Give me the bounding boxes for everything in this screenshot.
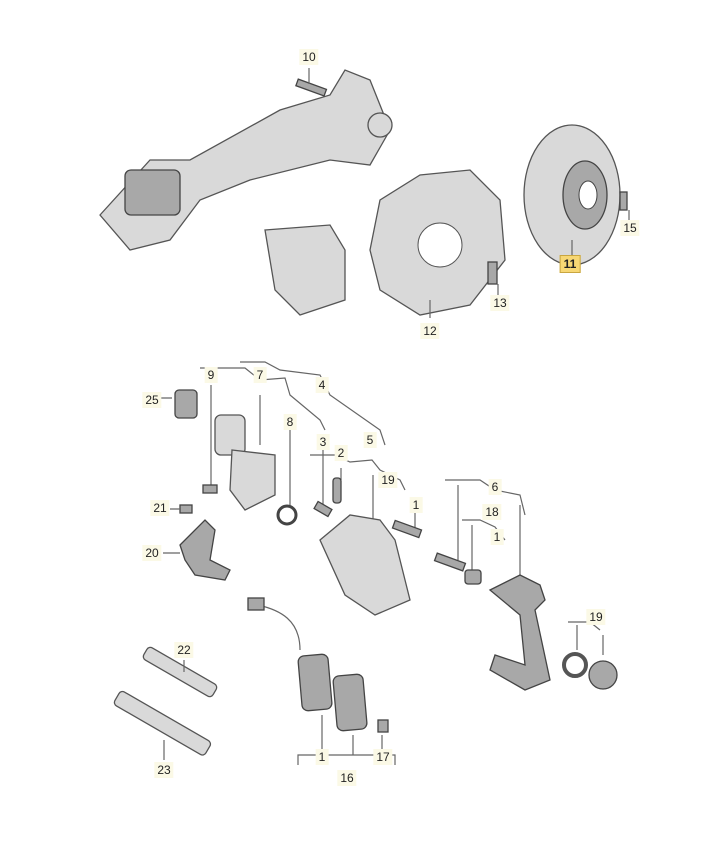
guide-sleeve-part [464, 569, 482, 585]
bolt-21-part [179, 504, 193, 514]
label-8: 8 [283, 414, 297, 430]
sensor-connector-part [247, 597, 265, 611]
label-10: 10 [299, 49, 319, 65]
label-19-bearing: 19 [586, 609, 606, 625]
guide-bolt-part [433, 552, 467, 572]
cover-25-part [174, 389, 198, 419]
bleed-screw-3-part [313, 500, 333, 518]
grease-tube-23-part [113, 690, 212, 756]
brake-pad-part [332, 673, 368, 732]
caliper-housing-part [319, 514, 411, 616]
label-18: 18 [482, 504, 502, 520]
label-2: 2 [334, 445, 348, 461]
label-4: 4 [315, 377, 329, 393]
label-13: 13 [490, 295, 510, 311]
label-15: 15 [620, 220, 640, 236]
label-5: 5 [363, 432, 377, 448]
bolt-9-part [202, 484, 218, 494]
label-1-pads: 1 [315, 749, 329, 765]
cap-2-part [332, 477, 342, 504]
axle-carrier-part [99, 69, 393, 251]
label-11: 11 [559, 255, 581, 273]
label-6: 6 [488, 479, 502, 495]
bearing-part [588, 660, 618, 690]
caliper-top-part [264, 224, 346, 316]
label-25: 25 [142, 392, 162, 408]
dust-shield-part [369, 169, 506, 316]
label-23: 23 [154, 762, 174, 778]
bolt-1-part [391, 519, 423, 539]
brake-pad-part [297, 653, 333, 712]
bolt-10-part [295, 78, 328, 97]
label-7: 7 [253, 367, 267, 383]
bracket-20-part [179, 519, 231, 581]
label-3: 3 [316, 434, 330, 450]
label-1: 1 [409, 497, 423, 513]
label-17: 17 [373, 749, 393, 765]
caliper-motor-part [214, 414, 276, 511]
label-20: 20 [142, 545, 162, 561]
bolt-15-part [619, 191, 628, 211]
label-16: 16 [337, 770, 357, 786]
label-12: 12 [420, 323, 440, 339]
label-21: 21 [150, 500, 170, 516]
seal-ring-part [562, 652, 588, 678]
carrier-bracket-part [488, 574, 551, 691]
label-1-guide: 1 [490, 529, 504, 545]
brake-disc-part [523, 124, 621, 266]
bolt-13-part [487, 261, 498, 285]
o-ring-8-part [276, 504, 298, 526]
label-19: 19 [378, 472, 398, 488]
label-22: 22 [174, 642, 194, 658]
clip-17-part [377, 719, 389, 733]
label-9: 9 [204, 367, 218, 383]
